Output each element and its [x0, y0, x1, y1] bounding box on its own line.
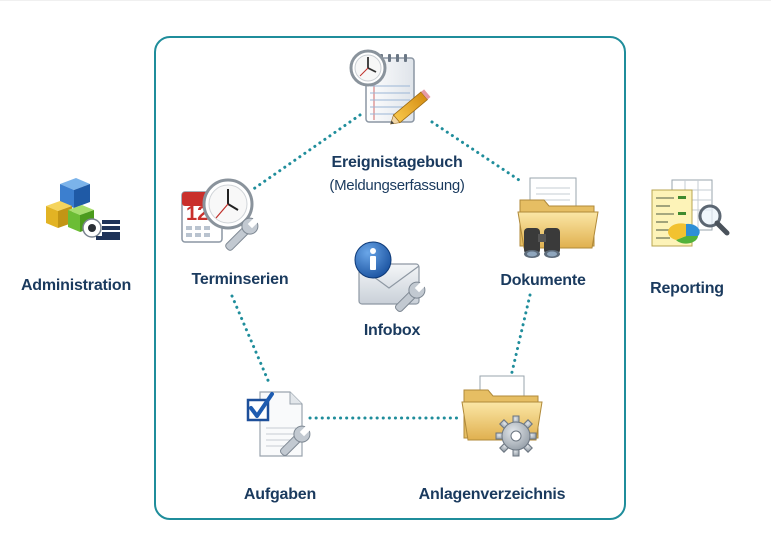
- infobox-label[interactable]: Infobox: [363, 322, 421, 339]
- clock-notepad-pencil-icon[interactable]: [346, 48, 436, 132]
- folder-gear-icon[interactable]: [458, 372, 550, 460]
- link-ereignis-terminserien: [250, 113, 362, 192]
- link-terminserien-aufgaben: [230, 294, 272, 387]
- info-envelope-wrench-icon[interactable]: [345, 238, 435, 318]
- ereignistagebuch-sublabel: (Meldungserfassung): [329, 177, 465, 194]
- module-frame: [154, 36, 626, 520]
- terminserien-label[interactable]: Terminserien: [191, 271, 289, 288]
- ereignistagebuch-label[interactable]: Ereignistagebuch: [331, 154, 463, 171]
- anlagenverzeichnis-label[interactable]: Anlagenverzeichnis: [418, 486, 566, 503]
- report-chart-magnifier-icon[interactable]: [648, 176, 730, 256]
- calendar-clock-wrench-icon[interactable]: 12: [178, 178, 264, 254]
- calendar-day: 12: [186, 203, 208, 225]
- cubes-admin-icon[interactable]: [40, 176, 122, 250]
- checklist-wrench-icon[interactable]: [240, 386, 320, 462]
- link-ereignis-dokumente: [430, 120, 524, 184]
- administration-label[interactable]: Administration: [20, 277, 132, 294]
- dokumente-label[interactable]: Dokumente: [500, 272, 586, 289]
- reporting-label[interactable]: Reporting: [650, 280, 724, 297]
- top-divider: [0, 0, 771, 1]
- aufgaben-label[interactable]: Aufgaben: [243, 486, 317, 503]
- folder-binoculars-icon[interactable]: [514, 176, 602, 260]
